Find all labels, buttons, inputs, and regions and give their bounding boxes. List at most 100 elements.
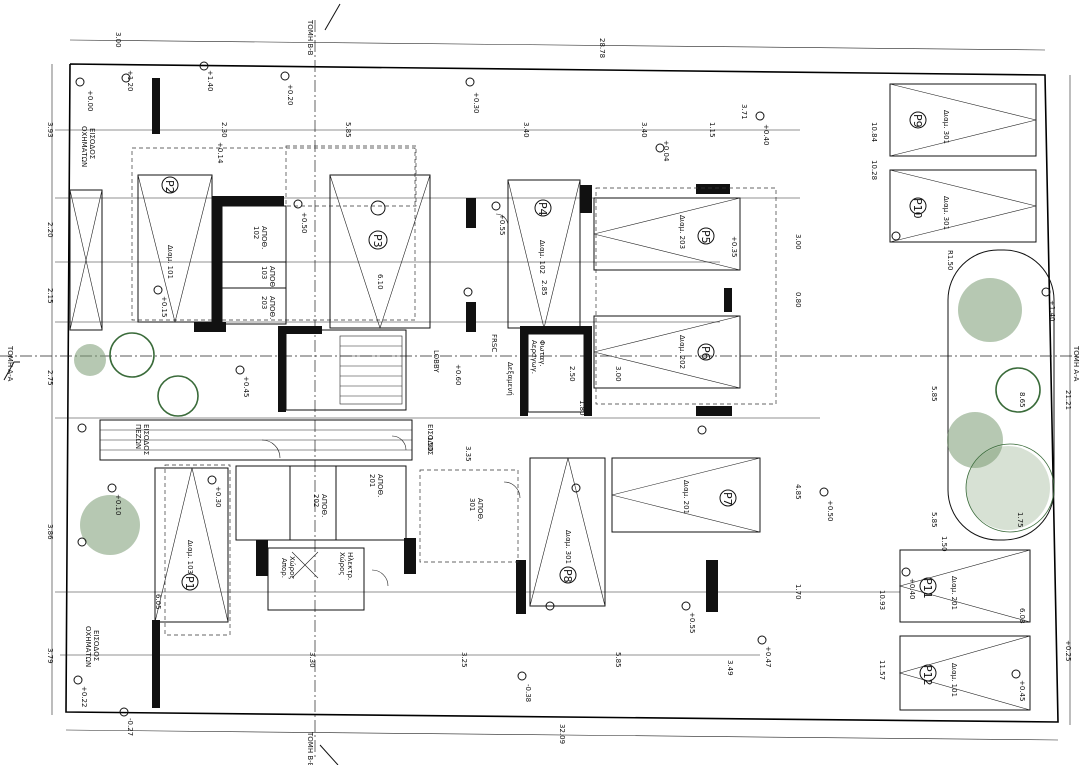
section-label: ΤΟΜΗ Β-Β [306,19,314,56]
parking-p4-sub: Διαμ. 102 [538,240,546,274]
level-label: +0.30 [214,486,222,507]
parking-p5-circle [697,227,715,245]
foliage [966,446,1050,530]
parking-p6-tri [593,315,741,389]
svg-text:6.08: 6.08 [1018,608,1026,624]
parking-p9-sub: Διαμ. 301 [942,110,950,144]
wall-block [696,406,732,416]
foliage [80,495,140,555]
level-label: +0.55 [498,214,506,235]
plot-boundary [65,63,1059,723]
parking-p5-sub: Διαμ. 203 [678,215,686,249]
parking-p1-code: P1 [183,576,196,590]
lift-cross [291,551,319,579]
svg-text:3.30: 3.30 [308,652,316,668]
storage-label: 301 [468,498,476,511]
parking-p7-sub: Διαμ. 201 [682,480,690,514]
shaft-label: Αεραγωγ. [530,340,538,374]
upper-floor-outline [595,187,777,405]
parking-p2-tri [137,174,213,323]
storage-label: 103 [260,266,268,279]
level-label: +0.47 [764,646,772,667]
parking-p9 [889,83,1037,157]
wall-block [256,540,268,576]
parking-p1-circle [181,573,199,591]
parking-p6-sub: Διαμ. 202 [678,335,686,369]
dim-right-total: 21.21 [1064,390,1072,410]
parking-p9-code: P9 [911,114,924,128]
door-swing [503,481,521,499]
svg-text:1.50: 1.50 [940,536,948,552]
svg-text:1.70: 1.70 [794,584,802,600]
level-label: +0.00 [86,90,94,111]
level-label: +1.40 [1048,300,1056,321]
parking-p11-sub: Διαμ. 201 [950,576,958,610]
wall-block [520,326,592,334]
dim-left: 3.93 [46,122,54,138]
core-block [285,329,407,411]
level-label: +0.60 [454,364,462,385]
wall-block [520,326,528,416]
storage-label: ΑΠΟΘ. [268,296,276,319]
level-label: +0.14 [216,142,224,164]
level-label: +0.20 [286,84,294,105]
wall-block [724,288,732,312]
wall-block [278,326,286,412]
parking-p2-code: P2 [163,180,176,194]
upper-floor-outline [419,469,519,563]
parking-p2 [137,174,213,323]
storage-south [235,465,407,541]
parking-p7-tri [611,457,761,533]
svg-text:0.80: 0.80 [794,292,802,308]
svg-text:4.85: 4.85 [794,484,802,500]
level-label: +0.40 [908,578,916,599]
dim-bottom-total: 32.09 [558,724,566,744]
parking-p10-tri [889,169,1037,243]
svg-text:10.28: 10.28 [870,160,878,180]
wheelchair-icon [370,200,386,216]
wall-block [152,620,160,708]
lift-shaft [527,333,585,413]
storage-label: 202 [312,494,320,507]
parking-p1-frame [164,464,231,636]
parking-p3-code: P3 [371,234,384,248]
level-label: -0.38 [524,684,532,702]
svg-text:10.84: 10.84 [870,122,878,143]
section-label: ΤΟΜΗ Α-Α [6,345,14,382]
bin-room-label: Απορ. [280,558,288,578]
svg-text:5.85: 5.85 [614,652,622,668]
level-label: +0.40 [762,124,770,145]
section-label: ΤΟΜΗ Α-Α [1072,345,1080,382]
storage-label: ΑΠΟΘ. [476,498,484,521]
svg-text:10.93: 10.93 [878,590,886,610]
level-label: +0.50 [300,212,308,233]
entrance-label: ΕΙΣΟΔΟΣ [426,424,434,455]
entrance-label: ΟΧΗΜΑΤΩΝ [80,126,88,167]
foliage [74,344,106,376]
parking-p7-circle [719,489,737,507]
left-strip [69,189,103,331]
svg-text:1.75: 1.75 [1016,512,1024,528]
level-label: +0.22 [80,686,88,707]
wall-block [194,322,226,332]
svg-text:3.35: 3.35 [464,446,472,462]
level-label: +0.25 [1064,640,1072,661]
dim-top-total: 28.78 [598,38,606,58]
door-swing [495,213,509,227]
elec-room-label: Χώρος [338,552,346,576]
parking-p6-circle [697,343,715,361]
section-label: ΤΟΜΗ Β-Β [306,731,314,765]
left-strip-x [69,189,103,331]
chute-label: FRSC [490,334,498,352]
parking-p11-code: P11 [921,578,934,599]
svg-text:8.65: 8.65 [1018,392,1026,408]
tree-icon [109,332,155,378]
parking-p11-tri [898,549,1031,623]
dim-left: 2.75 [46,370,54,386]
stair [339,335,403,405]
section-arrow-top [324,3,341,31]
outer-dim-top [69,39,1046,51]
svg-text:3.40: 3.40 [640,122,648,138]
level-label: -0.27 [126,718,134,736]
